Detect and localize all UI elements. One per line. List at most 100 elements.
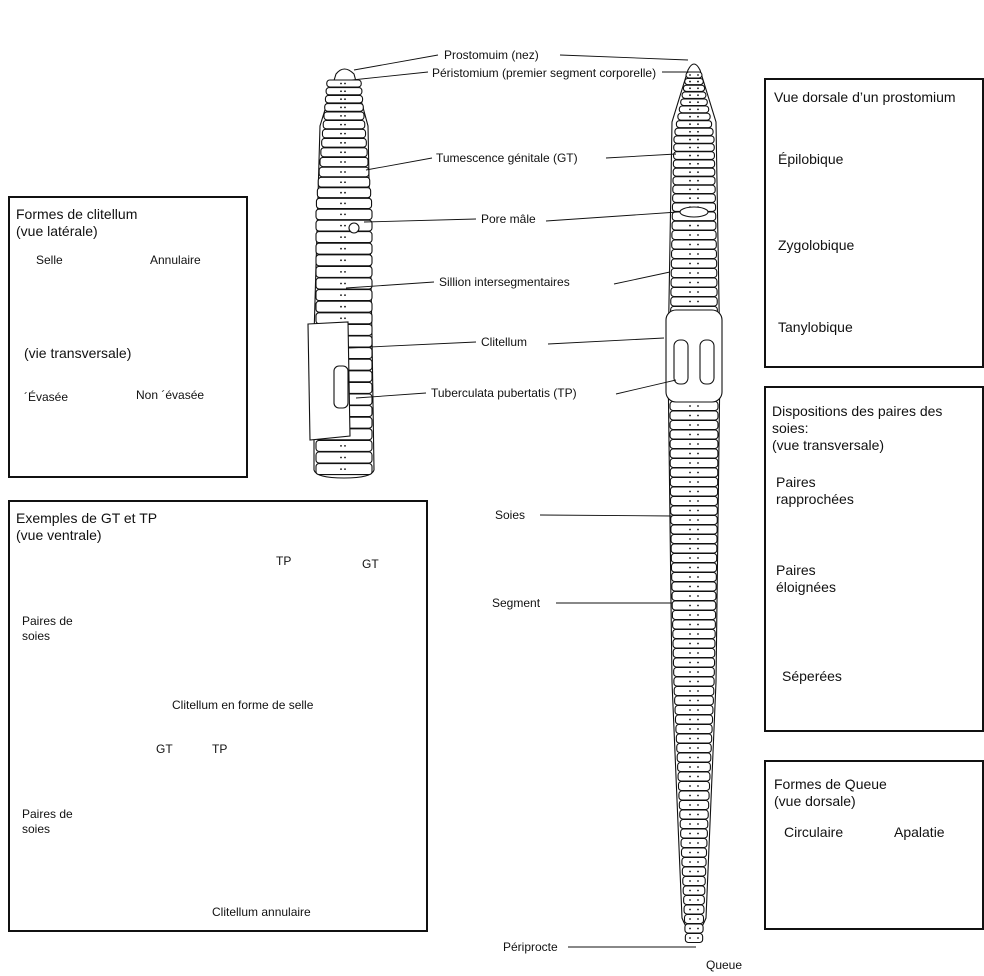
seta-dot (697, 747, 699, 749)
prostomium-zygolobique-label: Zygolobique (778, 237, 854, 254)
seta-dot (697, 757, 699, 759)
seta-dot (697, 538, 699, 540)
worm1-segment (325, 104, 364, 112)
seta-dot (344, 457, 346, 459)
seta-dot (689, 643, 691, 645)
seta-dot (697, 738, 699, 740)
seta-dot (344, 171, 346, 173)
seta-dot (689, 147, 691, 149)
clitellum-transversal-label: (vie transversale) (24, 345, 131, 362)
leader-line (352, 72, 428, 80)
seta-dot (689, 852, 691, 854)
seta-dot (697, 462, 699, 464)
seta-dot (344, 107, 346, 109)
seta-dot (689, 557, 691, 559)
clitellum-annulaire-caption: Clitellum annulaire (212, 905, 311, 920)
seta-dot (689, 291, 691, 293)
worm2-segment (671, 563, 716, 572)
seta-dot (689, 586, 691, 588)
seta-dot (340, 468, 342, 470)
seta-dot (697, 937, 699, 939)
seta-dot (697, 804, 699, 806)
worm2-segment (671, 516, 718, 525)
worm2-segment (673, 160, 714, 168)
seta-dot (340, 203, 342, 205)
seta-dot (689, 671, 691, 673)
seta-dot (689, 405, 691, 407)
clitellum-annulaire-label: Annulaire (150, 253, 201, 268)
seta-dot (697, 766, 699, 768)
seta-dot (340, 248, 342, 250)
seta-dot (697, 163, 699, 165)
setae-box-subtitle: (vue transversale) (772, 437, 884, 454)
worm1-segment (316, 243, 372, 254)
seta-dot (344, 214, 346, 216)
seta-dot (689, 139, 691, 141)
gt-box-title: Exemples de GT et TP (16, 510, 157, 527)
worm2-segment (674, 152, 715, 160)
label-pore-male: Pore mâle (481, 212, 536, 227)
seta-dot (689, 131, 691, 133)
worm2-segment (671, 497, 718, 506)
seta-dot (689, 785, 691, 787)
seta-dot (697, 116, 699, 118)
seta-dot (697, 785, 699, 787)
worm2-segment (670, 478, 717, 487)
seta-dot (689, 576, 691, 578)
seta-dot (697, 225, 699, 227)
seta-dot (689, 842, 691, 844)
worm2-segment (672, 221, 716, 230)
seta-dot (697, 842, 699, 844)
clitellum-box-subtitle: (vue latérale) (16, 223, 98, 240)
seta-dot (340, 151, 342, 153)
seta-dot (697, 272, 699, 274)
seta-dot (689, 871, 691, 873)
seta-dot (697, 500, 699, 502)
seta-dot (689, 234, 691, 236)
worm1-segment (322, 129, 365, 138)
seta-dot (697, 139, 699, 141)
seta-dot (697, 643, 699, 645)
seta-dot (340, 445, 342, 447)
seta-dot (697, 719, 699, 721)
seta-dot (689, 681, 691, 683)
worm2-segment (683, 877, 705, 886)
leader-line (546, 212, 678, 221)
seta-dot (689, 108, 691, 110)
worm2-segment (682, 867, 705, 876)
worm1-male-pore (349, 223, 359, 233)
seta-dot (697, 472, 699, 474)
seta-dot (689, 491, 691, 493)
seta-dot (344, 259, 346, 261)
worm1-segment (316, 198, 371, 208)
seta-dot (689, 197, 691, 199)
worm2-segment (672, 582, 716, 591)
seta-dot (344, 98, 346, 100)
seta-dot (340, 294, 342, 296)
seta-dot (689, 700, 691, 702)
seta-dot (340, 236, 342, 238)
worm2-segment (682, 92, 706, 98)
worm1-segment (324, 112, 364, 120)
leader-line (606, 154, 676, 158)
worm2-segment (681, 829, 708, 838)
seta-dot (689, 443, 691, 445)
seta-dot (697, 823, 699, 825)
worm2-segment (673, 620, 716, 629)
seta-dot (697, 94, 699, 96)
worm2-segment (678, 763, 711, 772)
worm2-segment (670, 487, 717, 496)
seta-dot (689, 890, 691, 892)
seta-dot (344, 124, 346, 126)
worm-lateral-view (308, 69, 374, 478)
worm1-segment (316, 255, 372, 266)
seta-dot (697, 633, 699, 635)
seta-dot (689, 937, 691, 939)
seta-dot (344, 115, 346, 117)
seta-dot (340, 107, 342, 109)
seta-dot (697, 188, 699, 190)
seta-dot (689, 510, 691, 512)
seta-dot (697, 108, 699, 110)
worm2-segment (673, 639, 715, 648)
worm2-segment (672, 611, 715, 620)
